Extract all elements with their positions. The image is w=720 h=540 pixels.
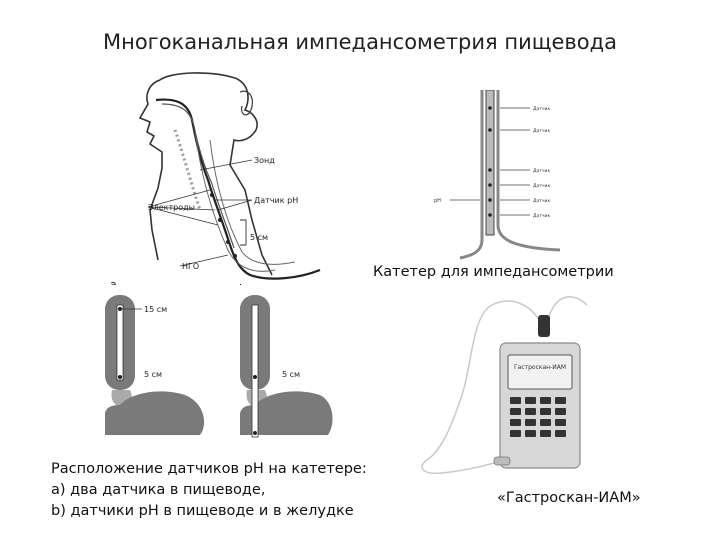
label-b: b: [239, 282, 246, 285]
device-screen-label: Гастроскан-ИАМ: [514, 364, 566, 371]
anatomy-illustration: Зонд Датчик pH Электроды 5 см НГО a b: [110, 72, 321, 285]
catheter-sensor-label: Датчик: [533, 183, 550, 189]
label-a: a: [110, 278, 117, 285]
sensor-caption-line2: a) два датчика в пищеводе,: [51, 482, 266, 498]
sensor-caption-line1: Расположение датчиков pH на катетере:: [51, 461, 367, 477]
catheter-sensor-label: Датчик: [533, 213, 550, 219]
catheter-diagram: Датчик Датчик Датчик Датчик Датчик Датчи…: [434, 90, 561, 260]
ph-sensor-label: Датчик pH: [254, 196, 298, 205]
probe-label: Зонд: [254, 156, 275, 165]
catheter-ph-label: pH: [434, 198, 441, 204]
catheter-sensor-label: Датчик: [533, 106, 550, 112]
catheter-caption: Катетер для импедансометрии: [373, 264, 614, 280]
sensor-caption-line3: b) датчики pH в пищеводе и в желудке: [51, 503, 354, 519]
sensor-placement-diagrams: 15 см 5 см 5 см: [105, 295, 333, 438]
page-title: Многоканальная импедансометрия пищевода: [102, 30, 618, 54]
diagram-b: 5 см: [240, 295, 333, 438]
diagram-a-top-label: 15 см: [144, 305, 167, 314]
diagram-b-mid-label: 5 см: [282, 370, 300, 379]
device-photo: Гастроскан-ИАМ: [421, 296, 588, 475]
catheter-sensor-label: Датчик: [533, 168, 550, 174]
distance-label: 5 см: [250, 233, 268, 242]
catheter-sensor-label: Датчик: [533, 198, 550, 204]
diagram-a-mid-label: 5 см: [144, 370, 162, 379]
diagram-a: 15 см 5 см: [105, 295, 205, 435]
electrodes-label: Электроды: [148, 203, 195, 212]
ngo-label: НГО: [182, 262, 199, 271]
catheter-sensor-label: Датчик: [533, 128, 550, 134]
sensor-caption: Расположение датчиков pH на катетере: a)…: [51, 459, 367, 522]
device-caption: «Гастроскан-ИАМ»: [497, 490, 641, 506]
